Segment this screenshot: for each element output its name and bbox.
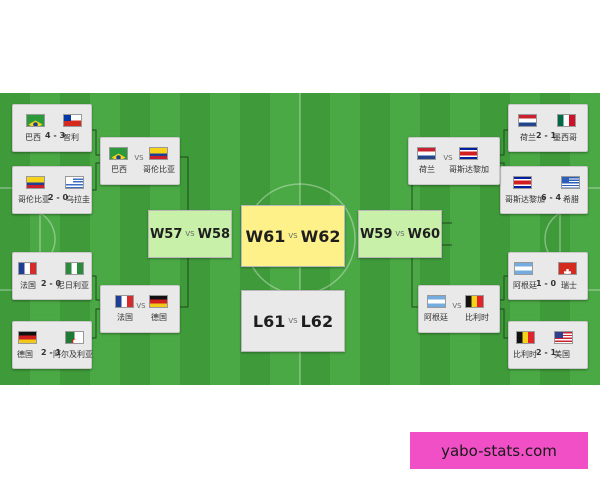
vs-label: VS (443, 154, 453, 162)
vs-label: VS (185, 230, 195, 238)
vs-label: VS (452, 302, 462, 310)
netherlands-flag-icon (417, 147, 436, 160)
uruguay-flag-icon (65, 176, 84, 189)
match-card-left-qf-1[interactable]: VS 巴西 哥伦比亚 (100, 137, 180, 185)
match-score: 2 - 1 (535, 348, 557, 357)
match-card-right-r16-2[interactable]: 哥斯达黎加 6 - 4 希腊 (500, 166, 588, 214)
team-name: 哥伦比亚 (18, 195, 50, 204)
team-name: 巴西 (25, 133, 41, 142)
belgium-flag-icon (516, 331, 535, 344)
team-name: 荷兰 (520, 133, 536, 142)
semi-left-team-b: W58 (197, 226, 231, 242)
match-score: 2 - 0 (40, 279, 62, 288)
match-card-right-r16-3[interactable]: 阿根廷 1 - 0 瑞士 (508, 252, 588, 300)
team-name: 美国 (554, 350, 570, 359)
team-name: 乌拉圭 (66, 195, 90, 204)
team-name: 尼日利亚 (57, 281, 89, 290)
colombia-flag-icon (149, 147, 168, 160)
watermark-banner: yabo-stats.com (410, 432, 588, 469)
colombia-flag-icon (26, 176, 45, 189)
final-match[interactable]: W61 VS W62 (241, 205, 345, 267)
team-name: 阿根廷 (513, 281, 537, 290)
match-card-left-r16-4[interactable]: 德国 2 - 1 阿尔及利亚 (12, 321, 93, 369)
team-name: 比利时 (513, 350, 537, 359)
team-name: 哥伦比亚 (143, 165, 175, 174)
chile-flag-icon (63, 114, 82, 127)
team-name: 智利 (63, 133, 79, 142)
match-score: 6 - 4 (540, 193, 562, 202)
match-card-right-qf-2[interactable]: VS 阿根廷 比利时 (418, 285, 500, 333)
algeria-flag-icon (65, 331, 84, 344)
semi-final-left[interactable]: W57 VS W58 (148, 210, 232, 258)
match-score: 1 - 0 (535, 279, 557, 288)
germany-flag-icon (18, 331, 37, 344)
costa-rica-flag-icon (513, 176, 532, 189)
match-card-left-r16-2[interactable]: 哥伦比亚 2 - 0 乌拉圭 (12, 166, 92, 214)
match-score: 2 - 1 (535, 131, 557, 140)
switzerland-flag-icon (558, 262, 577, 275)
semi-final-right[interactable]: W59 VS W60 (358, 210, 442, 258)
vs-label: VS (134, 154, 144, 162)
match-card-right-r16-1[interactable]: 荷兰 2 - 1 墨西哥 (508, 104, 588, 152)
final-team-b: W62 (300, 226, 341, 246)
team-name: 哥斯达黎加 (449, 165, 489, 174)
brazil-flag-icon (109, 147, 128, 160)
team-name: 德国 (17, 350, 33, 359)
team-name: 法国 (117, 313, 133, 322)
semi-left-team-a: W57 (149, 226, 183, 242)
mexico-flag-icon (557, 114, 576, 127)
netherlands-flag-icon (518, 114, 537, 127)
costa-rica-flag-icon (459, 147, 478, 160)
vs-label: VS (395, 230, 405, 238)
team-name: 阿尔及利亚 (53, 350, 93, 359)
brazil-flag-icon (26, 114, 45, 127)
greece-flag-icon (561, 176, 580, 189)
nigeria-flag-icon (65, 262, 84, 275)
team-name: 巴西 (111, 165, 127, 174)
vs-label: VS (288, 317, 298, 325)
vs-label: VS (136, 302, 146, 310)
germany-flag-icon (149, 295, 168, 308)
final-team-a: W61 (245, 226, 286, 246)
team-name: 阿根廷 (424, 313, 448, 322)
match-card-left-qf-2[interactable]: VS 法国 德国 (100, 285, 180, 333)
semi-right-team-a: W59 (359, 226, 393, 242)
team-name: 希腊 (563, 195, 579, 204)
argentina-flag-icon (427, 295, 446, 308)
france-flag-icon (18, 262, 37, 275)
team-name: 荷兰 (419, 165, 435, 174)
match-card-left-r16-3[interactable]: 法国 2 - 0 尼日利亚 (12, 252, 92, 300)
third-place-match[interactable]: L61 VS L62 (241, 290, 345, 352)
france-flag-icon (115, 295, 134, 308)
belgium-flag-icon (465, 295, 484, 308)
team-name: 瑞士 (561, 281, 577, 290)
usa-flag-icon (554, 331, 573, 344)
match-score: 4 - 3 (44, 131, 66, 140)
match-score: 2 - 1 (40, 348, 62, 357)
match-card-right-r16-4[interactable]: 比利时 2 - 1 美国 (508, 321, 588, 369)
team-name: 墨西哥 (553, 133, 577, 142)
semi-right-team-b: W60 (407, 226, 441, 242)
argentina-flag-icon (514, 262, 533, 275)
third-team-b: L62 (300, 311, 334, 331)
third-team-a: L61 (252, 311, 286, 331)
match-score: 2 - 0 (47, 193, 69, 202)
team-name: 哥斯达黎加 (505, 195, 545, 204)
match-card-right-qf-1[interactable]: VS 荷兰 哥斯达黎加 (408, 137, 500, 185)
vs-label: VS (288, 232, 298, 240)
team-name: 德国 (151, 313, 167, 322)
match-card-left-r16-1[interactable]: 巴西 4 - 3 智利 (12, 104, 92, 152)
team-name: 比利时 (465, 313, 489, 322)
team-name: 法国 (20, 281, 36, 290)
